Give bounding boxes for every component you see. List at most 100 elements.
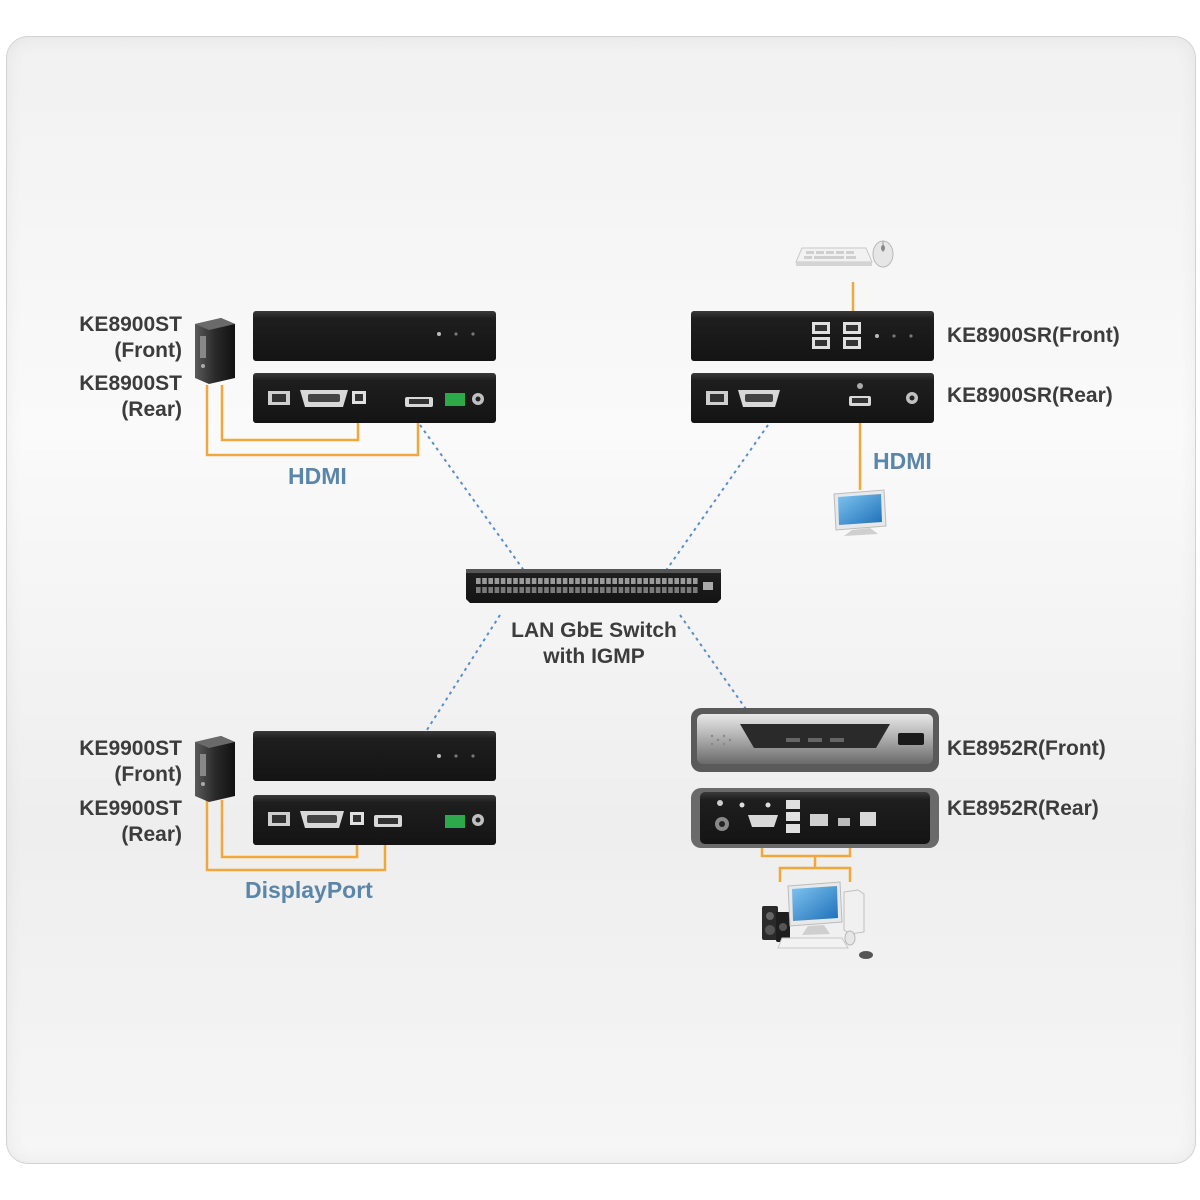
label-ke8900sr-hdmi: HDMI <box>873 448 932 474</box>
switch-port <box>624 587 630 593</box>
switch-port <box>637 578 642 584</box>
switch-port <box>581 578 586 584</box>
speaker-icon <box>762 906 790 942</box>
label-ke8900st-front: KE8900ST (Front) <box>62 312 182 364</box>
switch-port <box>519 587 524 593</box>
switch-port <box>643 578 648 584</box>
switch-port <box>538 587 543 593</box>
switch-port <box>513 587 518 593</box>
switch-port <box>550 587 555 593</box>
switch-port <box>618 578 624 584</box>
label-ke8900st-hdmi: HDMI <box>288 463 347 489</box>
label-ke8900sr-rear: KE8900SR(Rear) <box>947 384 1113 407</box>
switch-port <box>531 578 537 584</box>
ke8900st-rear-text: KE8900ST (Rear) <box>79 372 182 421</box>
switch-port <box>525 587 531 593</box>
switch-port <box>581 587 586 593</box>
switch-port <box>569 587 574 593</box>
switch-port <box>538 578 543 584</box>
switch-port <box>668 578 673 584</box>
switch-port <box>593 587 599 593</box>
switch-port <box>488 587 493 593</box>
switch-port <box>544 587 549 593</box>
switch-port <box>519 578 524 584</box>
switch-port <box>525 578 531 584</box>
cable-ke8952r-bus <box>760 845 852 858</box>
switch-port <box>631 578 636 584</box>
label-ke8900sr-front: KE8900SR(Front) <box>947 324 1120 347</box>
label-ke8952r-rear: KE8952R(Rear) <box>947 797 1099 820</box>
link-switch-ke9900st <box>424 614 501 734</box>
ke9900st-front-text: KE9900ST (Front) <box>79 737 182 786</box>
network-links <box>419 424 769 734</box>
switch-port <box>649 587 655 593</box>
switch-port <box>575 578 580 584</box>
switch-port <box>550 578 555 584</box>
switch-port <box>686 587 692 593</box>
switch-port <box>612 587 617 593</box>
mouse-icon <box>872 240 894 268</box>
link-ke8900sr-switch <box>664 424 769 573</box>
switch-port <box>600 587 605 593</box>
switch-port <box>674 578 679 584</box>
switch-port <box>643 587 648 593</box>
lan-switch-device <box>466 569 721 603</box>
tower-pc-icon <box>195 736 235 802</box>
switch-port <box>556 587 562 593</box>
switch-port <box>624 578 630 584</box>
switch-port <box>476 587 481 593</box>
switch-port <box>655 578 661 584</box>
link-switch-ke8952r <box>679 614 749 713</box>
switch-port <box>575 587 580 593</box>
ke9900st-rear-text: KE9900ST (Rear) <box>79 797 182 846</box>
switch-port <box>606 578 611 584</box>
switch-port <box>606 587 611 593</box>
switch-port <box>482 587 487 593</box>
cable-ke9900st-dp <box>205 800 387 872</box>
keyboard-icon <box>795 247 873 266</box>
ke8900st-front-unit <box>253 311 496 361</box>
switch-port <box>569 578 574 584</box>
switch-port <box>674 587 679 593</box>
switch-port <box>562 587 568 593</box>
ke9900st-front-unit <box>253 731 496 781</box>
switch-port <box>562 578 568 584</box>
switch-port <box>680 587 686 593</box>
switch-port <box>680 578 686 584</box>
switch-port <box>693 587 698 593</box>
switch-port <box>476 578 481 584</box>
switch-port <box>507 587 512 593</box>
monitor-icon <box>833 489 887 536</box>
switch-port <box>662 578 667 584</box>
switch-port <box>637 587 642 593</box>
switch-port <box>631 587 636 593</box>
label-ke8952r-front: KE8952R(Front) <box>947 737 1106 760</box>
ke8952r-front-unit <box>691 708 939 772</box>
switch-port <box>612 578 617 584</box>
switch-port <box>507 578 512 584</box>
switch-port <box>655 587 661 593</box>
switch-port <box>494 587 500 593</box>
cable-ke8900st-hdmi <box>205 385 420 457</box>
tower-pc-icon <box>195 318 235 384</box>
cables <box>205 282 862 882</box>
switch-port <box>593 578 599 584</box>
switch-port <box>649 578 655 584</box>
label-lan-switch: LAN GbE Switch with IGMP <box>494 618 694 670</box>
switch-port <box>544 578 549 584</box>
label-ke9900st-front: KE9900ST (Front) <box>62 736 182 788</box>
link-ke8900st-switch <box>419 424 526 573</box>
label-ke8900st-rear: KE8900ST (Rear) <box>62 371 182 423</box>
switch-port <box>693 578 698 584</box>
lan-switch-text: LAN GbE Switch with IGMP <box>511 619 677 668</box>
switch-port <box>618 587 624 593</box>
workstation-icon <box>762 881 873 959</box>
ke8900sr-rear-unit <box>691 373 934 423</box>
switch-port <box>500 578 506 584</box>
ke8900st-front-text: KE8900ST (Front) <box>79 313 182 362</box>
switch-port <box>556 578 562 584</box>
switch-port <box>488 578 493 584</box>
ke9900st-rear-unit <box>253 795 496 845</box>
switch-port <box>600 578 605 584</box>
